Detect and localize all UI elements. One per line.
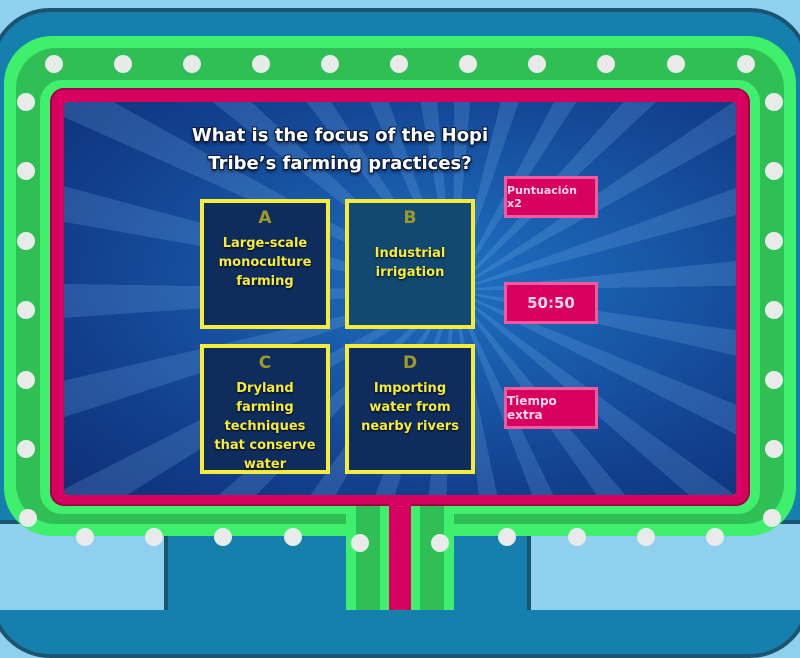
- answer-text: Importing water from nearby rivers: [361, 381, 459, 434]
- light-dot: [459, 55, 477, 73]
- light-dot: [765, 440, 783, 458]
- answer-letter: D: [402, 353, 418, 373]
- light-dot: [284, 528, 302, 546]
- light-dot: [737, 55, 755, 73]
- light-dot: [17, 301, 35, 319]
- light-dot: [706, 528, 724, 546]
- light-dot: [667, 55, 685, 73]
- light-dot: [17, 371, 35, 389]
- light-dot: [765, 301, 783, 319]
- light-dot: [114, 55, 132, 73]
- light-dot: [321, 55, 339, 73]
- double-score-powerup-button[interactable]: Puntuación x2: [504, 176, 598, 218]
- answer-text: Dryland farming techniques that conserve…: [214, 381, 316, 472]
- light-dot: [765, 232, 783, 250]
- answer-letter: A: [258, 208, 272, 228]
- light-dot: [17, 232, 35, 250]
- light-dot: [390, 55, 408, 73]
- light-dot: [183, 55, 201, 73]
- light-dot: [252, 55, 270, 73]
- light-dot: [763, 509, 781, 527]
- fifty-fifty-powerup-button[interactable]: 50:50: [504, 282, 598, 324]
- light-dot: [17, 440, 35, 458]
- answer-letter: C: [258, 353, 272, 373]
- light-dot: [17, 93, 35, 111]
- answer-letter: B: [403, 208, 417, 228]
- question-line-2: Tribe’s farming practices?: [208, 153, 472, 174]
- light-dot: [765, 162, 783, 180]
- light-dot: [17, 162, 35, 180]
- answer-text: Industrial irrigation: [374, 246, 446, 280]
- light-dot: [637, 528, 655, 546]
- light-dot: [214, 528, 232, 546]
- answer-c-button[interactable]: C Dryland farming techniques that conser…: [200, 344, 330, 474]
- light-dot: [145, 528, 163, 546]
- answer-d-button[interactable]: D Importing water from nearby rivers: [345, 344, 475, 474]
- light-dot: [498, 528, 516, 546]
- answer-a-button[interactable]: A Large-scale monoculture farming: [200, 199, 330, 329]
- light-dot: [568, 528, 586, 546]
- light-dot: [765, 371, 783, 389]
- question-text: What is the focus of the Hopi Tribe’s fa…: [190, 122, 490, 178]
- light-dot: [45, 55, 63, 73]
- light-dot: [431, 534, 449, 552]
- light-dot: [19, 509, 37, 527]
- extra-time-powerup-button[interactable]: Tiempo extra: [504, 387, 598, 429]
- answer-text: Large-scale monoculture farming: [218, 236, 312, 289]
- light-dot: [76, 528, 94, 546]
- light-dot: [351, 534, 369, 552]
- light-dot: [528, 55, 546, 73]
- light-dot: [765, 93, 783, 111]
- stand-post: [389, 500, 411, 610]
- question-line-1: What is the focus of the Hopi: [191, 125, 489, 146]
- light-dot: [597, 55, 615, 73]
- answer-b-button[interactable]: B Industrial irrigation: [345, 199, 475, 329]
